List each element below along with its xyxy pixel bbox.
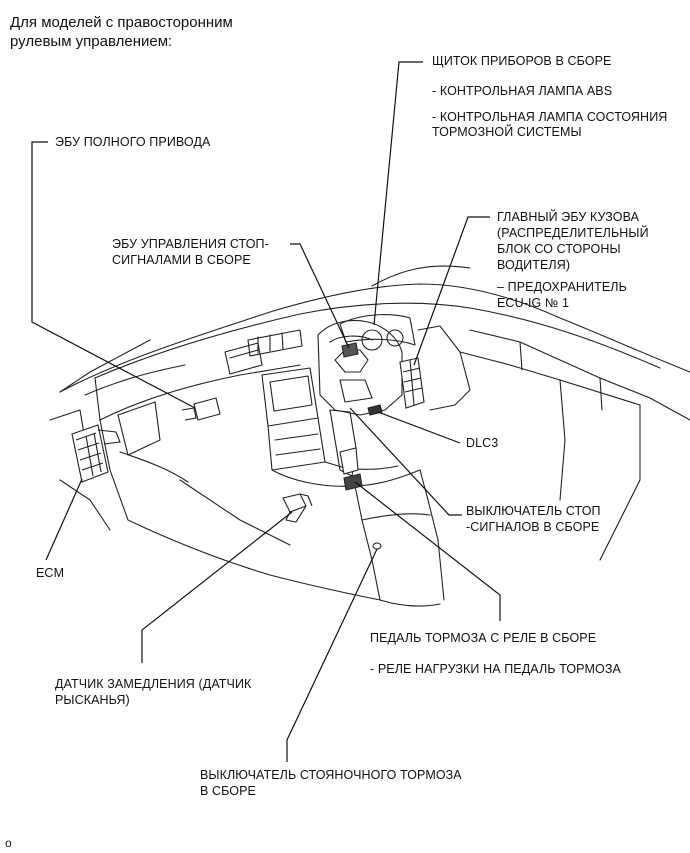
- stop-ecu-unit: [341, 342, 359, 358]
- footer-mark: o: [5, 836, 12, 850]
- parking-switch-unit: [372, 542, 382, 550]
- ecm-unit: [71, 424, 121, 483]
- label-abs-lamp: - КОНТРОЛЬНАЯ ЛАМПА ABS: [432, 84, 613, 98]
- leader-ecm: [45, 478, 83, 561]
- label-body-ecu-2: (РАСПРЕДЕЛИТЕЛЬНЫЙ: [497, 226, 649, 240]
- label-pedal-relay: - РЕЛЕ НАГРУЗКИ НА ПЕДАЛЬ ТОРМОЗА: [370, 662, 621, 676]
- dlc3-connector: [367, 404, 383, 416]
- center-vents: [247, 329, 303, 357]
- diagram-title: Для моделей с правосторонним рулевым упр…: [10, 13, 233, 51]
- dashboard-face: [94, 364, 301, 421]
- floor-line: [127, 519, 381, 601]
- label-fuse-2: ECU-IG № 1: [497, 296, 570, 310]
- awd-ecu-unit: [181, 397, 221, 421]
- label-brake-pedal: ПЕДАЛЬ ТОРМОЗА С РЕЛЕ В СБОРЕ: [370, 631, 597, 645]
- label-stop-ecu-2: СИГНАЛАМИ В СБОРЕ: [112, 253, 251, 267]
- label-stop-switch-1: ВЫКЛЮЧАТЕЛЬ СТОП: [466, 504, 601, 518]
- label-body-ecu-1: ГЛАВНЫЙ ЭБУ КУЗОВА: [497, 210, 640, 224]
- label-parking-switch-2: В СБОРЕ: [200, 784, 256, 798]
- left-vent: [224, 342, 263, 375]
- label-decel-sensor-1: ДАТЧИК ЗАМЕДЛЕНИЯ (ДАТЧИК: [55, 677, 252, 691]
- leader-instrument-cluster: [373, 61, 423, 326]
- leader-stop-switch: [349, 407, 462, 516]
- label-brake-lamp-1: - КОНТРОЛЬНАЯ ЛАМПА СОСТОЯНИЯ: [432, 110, 668, 124]
- center-stack: [261, 367, 319, 427]
- label-decel-sensor-2: РЫСКАНЬЯ): [55, 693, 130, 707]
- label-ecm: ECM: [36, 566, 65, 580]
- label-dlc3: DLC3: [466, 436, 499, 450]
- leader-stop-ecu: [290, 243, 350, 349]
- label-body-ecu-3: БЛОК СО СТОРОНЫ: [497, 242, 621, 256]
- right-door-panel: [417, 325, 471, 411]
- label-stop-switch-2: -СИГНАЛОВ В СБОРЕ: [466, 520, 600, 534]
- steering-column: [317, 319, 403, 416]
- leader-dlc3: [377, 411, 461, 444]
- label-fuse-1: – ПРЕДОХРАНИТЕЛЬ: [497, 280, 627, 294]
- title-line-2: рулевым управлением:: [10, 33, 173, 50]
- glovebox: [117, 401, 161, 456]
- leader-parking-switch: [286, 548, 378, 762]
- decel-sensor-unit: [282, 493, 313, 523]
- windshield-outline: [59, 283, 690, 393]
- label-awd-ecu: ЭБУ ПОЛНОГО ПРИВОДА: [55, 135, 211, 149]
- cluster-hood: [339, 314, 416, 346]
- leader-awd-ecu: [31, 141, 196, 409]
- title-line-1: Для моделей с правосторонним: [10, 14, 233, 31]
- body-ecu-unit: [399, 357, 425, 409]
- leader-decel-sensor: [141, 511, 293, 663]
- leader-body-ecu: [413, 216, 490, 366]
- label-brake-lamp-2: ТОРМОЗНОЙ СИСТЕМЫ: [432, 125, 582, 139]
- left-a-pillar: [59, 339, 151, 393]
- label-body-ecu-4: ВОДИТЕЛЯ): [497, 258, 571, 272]
- brake-pedal-unit: [339, 447, 363, 491]
- dashboard-top-edge: [94, 302, 661, 379]
- leader-brake-pedal: [354, 481, 501, 621]
- label-instrument-cluster: ЩИТОК ПРИБОРОВ В СБОРЕ: [432, 54, 612, 68]
- label-parking-switch-1: ВЫКЛЮЧАТЕЛЬ СТОЯНОЧНОГО ТОРМОЗА: [200, 768, 462, 782]
- label-stop-ecu-1: ЭБУ УПРАВЛЕНИЯ СТОП-: [112, 237, 269, 251]
